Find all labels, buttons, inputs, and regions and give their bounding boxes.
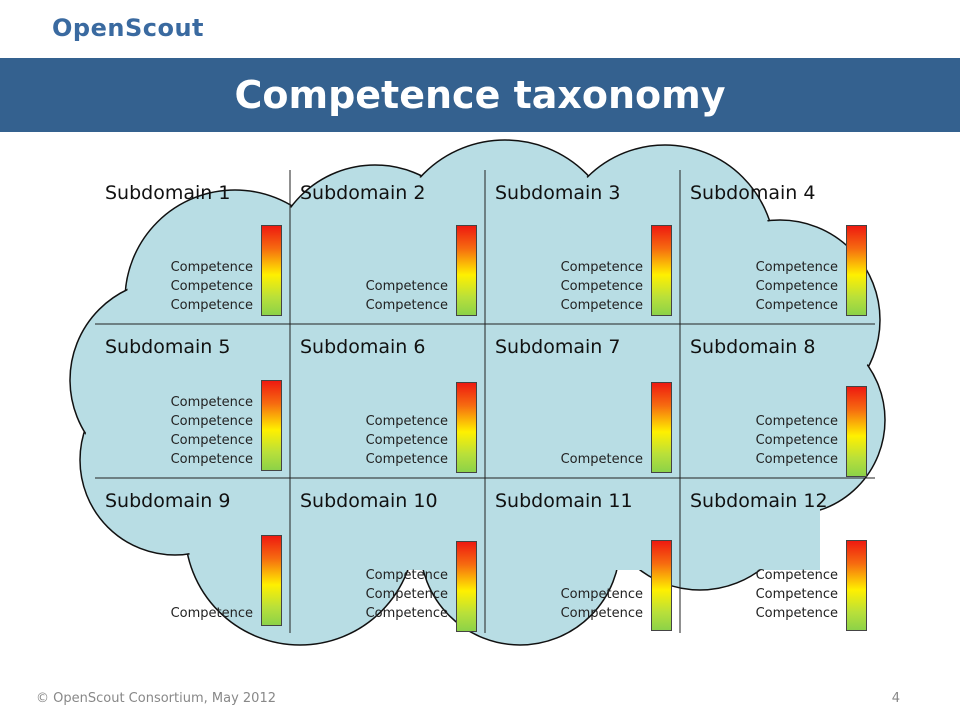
competence-item: Competence — [755, 606, 838, 621]
competence-level-meter — [261, 225, 282, 316]
competence-level-meter — [261, 380, 282, 471]
competence-item: Competence — [560, 279, 643, 294]
competence-item: Competence — [755, 260, 838, 275]
competence-level-meter — [651, 382, 672, 473]
competence-item: Competence — [560, 260, 643, 275]
page-number: 4 — [891, 691, 900, 706]
subdomain-label: Subdomain 6 — [300, 336, 426, 358]
competence-item: Competence — [170, 414, 253, 429]
competence-level-meter — [651, 225, 672, 316]
footer-copyright: © OpenScout Consortium, May 2012 — [36, 691, 276, 706]
subdomain-label: Subdomain 3 — [495, 182, 621, 204]
openscout-logo: OpenScout — [52, 14, 205, 42]
competence-item: Competence — [755, 279, 838, 294]
competence-level-meter — [651, 540, 672, 631]
competence-item: Competence — [560, 606, 643, 621]
subdomain-label: Subdomain 7 — [495, 336, 621, 358]
competence-item: Competence — [755, 587, 838, 602]
competence-level-meter — [261, 535, 282, 626]
competence-item: Competence — [560, 587, 643, 602]
competence-item: Competence — [365, 414, 448, 429]
competence-item: Competence — [365, 587, 448, 602]
subdomain-cell: Subdomain 9 Competence — [95, 478, 290, 633]
subdomain-label: Subdomain 9 — [105, 490, 231, 512]
subdomain-label: Subdomain 12 — [690, 490, 828, 512]
subdomain-label: Subdomain 4 — [690, 182, 816, 204]
slide-title: Competence taxonomy — [234, 73, 726, 117]
competence-item: Competence — [170, 452, 253, 467]
competence-item: Competence — [170, 395, 253, 410]
competence-item: Competence — [170, 260, 253, 275]
competence-item: Competence — [365, 279, 448, 294]
competence-item: Competence — [755, 568, 838, 583]
competence-item: Competence — [170, 433, 253, 448]
competence-list: Competence — [515, 450, 643, 469]
competence-level-meter — [456, 541, 477, 632]
competence-item: Competence — [755, 452, 838, 467]
subdomain-cell: Subdomain 7 Competence — [485, 324, 680, 479]
competence-item: Competence — [755, 414, 838, 429]
competence-item: Competence — [170, 606, 253, 621]
subdomain-label: Subdomain 10 — [300, 490, 438, 512]
competence-item: Competence — [560, 452, 643, 467]
competence-item: Competence — [170, 298, 253, 313]
competence-level-meter — [846, 540, 867, 631]
competence-item: Competence — [170, 279, 253, 294]
cloud-fill-core — [72, 142, 883, 643]
competence-level-meter — [846, 225, 867, 316]
grid-lines — [95, 170, 875, 633]
subdomain-label: Subdomain 1 — [105, 182, 231, 204]
title-band — [0, 58, 960, 132]
competence-item: Competence — [755, 433, 838, 448]
competence-item: Competence — [560, 298, 643, 313]
subdomain-label: Subdomain 11 — [495, 490, 633, 512]
competence-level-meter — [846, 386, 867, 477]
competence-item: Competence — [365, 568, 448, 583]
competence-item: Competence — [365, 606, 448, 621]
subdomain-label: Subdomain 8 — [690, 336, 816, 358]
competence-item: Competence — [365, 452, 448, 467]
competence-list: Competence — [125, 604, 253, 623]
competence-item: Competence — [365, 298, 448, 313]
subdomain-label: Subdomain 5 — [105, 336, 231, 358]
competence-level-meter — [456, 225, 477, 316]
competence-item: Competence — [365, 433, 448, 448]
competence-item: Competence — [755, 298, 838, 313]
subdomain-label: Subdomain 2 — [300, 182, 426, 204]
competence-level-meter — [456, 382, 477, 473]
